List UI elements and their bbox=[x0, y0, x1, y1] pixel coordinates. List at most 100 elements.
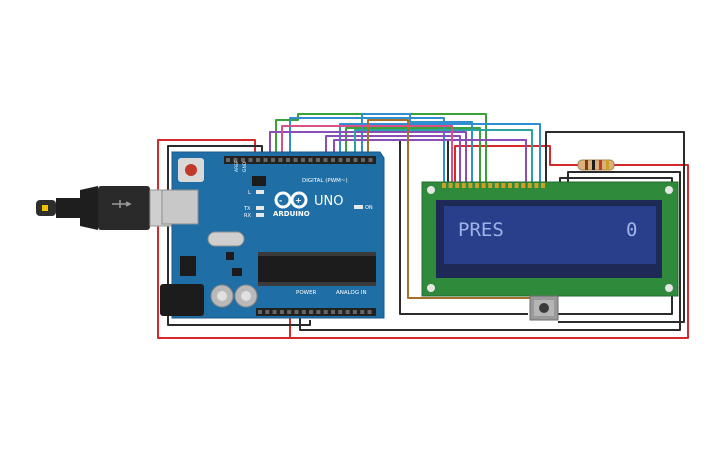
digital-pin[interactable] bbox=[316, 158, 320, 162]
resistor[interactable] bbox=[577, 159, 615, 171]
led-rx bbox=[256, 213, 264, 217]
digital-pin[interactable] bbox=[301, 158, 305, 162]
label-tx: TX bbox=[243, 206, 251, 212]
power-jack bbox=[160, 284, 204, 316]
lcd-pin[interactable] bbox=[448, 183, 453, 188]
mount-hole bbox=[427, 186, 435, 194]
regulator bbox=[180, 256, 196, 276]
power-analog-pin[interactable] bbox=[360, 310, 365, 314]
lcd-pin[interactable] bbox=[494, 183, 499, 188]
lcd-pin[interactable] bbox=[541, 183, 545, 188]
digital-pin[interactable] bbox=[233, 158, 238, 162]
digital-pin[interactable] bbox=[353, 158, 358, 162]
led-tx bbox=[256, 206, 264, 210]
lcd-line1-left: PRES bbox=[458, 219, 504, 241]
svg-text:+: + bbox=[295, 196, 302, 205]
power-analog-pin[interactable] bbox=[331, 310, 335, 314]
lcd-pin[interactable] bbox=[488, 183, 493, 188]
digital-pin[interactable] bbox=[278, 158, 283, 162]
lcd-pin[interactable] bbox=[455, 183, 460, 188]
digital-pin[interactable] bbox=[361, 158, 365, 162]
digital-header[interactable] bbox=[224, 156, 376, 164]
digital-pin[interactable] bbox=[286, 158, 290, 162]
label-gnd: GND bbox=[242, 161, 248, 172]
arduino-logo-icon bbox=[274, 191, 308, 209]
lcd-pin[interactable] bbox=[475, 183, 479, 188]
svg-text:-: - bbox=[279, 196, 282, 205]
digital-pin[interactable] bbox=[323, 158, 328, 162]
power-analog-pin[interactable] bbox=[367, 310, 372, 314]
usb-symbol-icon bbox=[112, 200, 132, 208]
power-analog-pin[interactable] bbox=[279, 310, 284, 314]
power-analog-header[interactable] bbox=[256, 308, 376, 316]
wire-pink[interactable] bbox=[281, 125, 453, 185]
label-aref: AREF bbox=[234, 160, 240, 172]
digital-pin[interactable] bbox=[263, 158, 268, 162]
lcd-pin[interactable] bbox=[501, 183, 506, 188]
push-button-cap bbox=[539, 303, 549, 313]
lcd-pin[interactable] bbox=[521, 183, 526, 188]
wire-blue2[interactable] bbox=[361, 113, 473, 185]
digital-pin[interactable] bbox=[346, 158, 350, 162]
lcd-pin[interactable] bbox=[514, 183, 519, 188]
power-analog-pin[interactable] bbox=[316, 310, 321, 314]
lcd-pin[interactable] bbox=[527, 183, 532, 188]
digital-pin[interactable] bbox=[293, 158, 298, 162]
wire-black-gnd[interactable] bbox=[299, 171, 681, 331]
digital-pin[interactable] bbox=[226, 158, 230, 162]
digital-pin[interactable] bbox=[308, 158, 313, 162]
wire-purple3[interactable] bbox=[333, 139, 527, 185]
power-analog-pin[interactable] bbox=[345, 310, 350, 314]
label-on: ON bbox=[365, 205, 373, 211]
power-analog-pin[interactable] bbox=[272, 310, 277, 314]
lcd-pin[interactable] bbox=[442, 183, 446, 188]
wire-black-k[interactable] bbox=[558, 177, 673, 315]
power-analog-pin[interactable] bbox=[338, 310, 343, 314]
power-analog-pin[interactable] bbox=[294, 310, 299, 314]
wire-purple2[interactable] bbox=[325, 135, 461, 185]
arduino-uno-board[interactable]: L TX RX ON - + ARDUINO UNO DIGITAL (PWM~… bbox=[160, 151, 385, 319]
digital-pin[interactable] bbox=[338, 158, 343, 162]
power-analog-pin[interactable] bbox=[352, 310, 357, 314]
lcd-pin[interactable] bbox=[468, 183, 473, 188]
wire-brown[interactable] bbox=[367, 119, 534, 299]
digital-pin[interactable] bbox=[368, 158, 373, 162]
lcd-pin[interactable] bbox=[481, 183, 486, 188]
mount-hole bbox=[665, 186, 673, 194]
model-label: UNO bbox=[314, 194, 343, 209]
power-analog-pin[interactable] bbox=[258, 310, 262, 314]
led-on bbox=[354, 205, 363, 209]
wire-black-top[interactable] bbox=[545, 131, 685, 323]
power-analog-pin[interactable] bbox=[323, 310, 328, 314]
wire-blue[interactable] bbox=[289, 117, 445, 185]
label-l: L bbox=[248, 190, 251, 196]
power-analog-pin[interactable] bbox=[301, 310, 306, 314]
usb-jack bbox=[161, 189, 199, 225]
digital-pin[interactable] bbox=[248, 158, 253, 162]
wire-red-vdd[interactable] bbox=[454, 145, 578, 185]
lcd-pin[interactable] bbox=[508, 183, 512, 188]
digital-pin[interactable] bbox=[271, 158, 275, 162]
wire-red-5v[interactable] bbox=[289, 164, 689, 339]
lcd-screen bbox=[444, 206, 656, 264]
lcd-pin[interactable] bbox=[461, 183, 466, 188]
mount-hole bbox=[665, 284, 673, 292]
power-analog-pin[interactable] bbox=[265, 310, 270, 314]
power-analog-pin[interactable] bbox=[287, 310, 292, 314]
lcd-line1-right: 0 bbox=[626, 219, 637, 241]
wire-teal[interactable] bbox=[354, 129, 533, 185]
digital-pin[interactable] bbox=[256, 158, 260, 162]
reset-button-cap bbox=[185, 164, 197, 176]
mount-hole bbox=[427, 284, 435, 292]
digital-pin[interactable] bbox=[241, 158, 245, 162]
power-analog-pin[interactable] bbox=[309, 310, 314, 314]
digital-pin[interactable] bbox=[331, 158, 335, 162]
lcd-pin[interactable] bbox=[534, 183, 539, 188]
label-rx: RX bbox=[244, 213, 251, 219]
lcd-16x2[interactable]: PRES 0 bbox=[421, 181, 679, 297]
push-button[interactable] bbox=[529, 295, 559, 321]
wire-black-gnd2[interactable] bbox=[167, 145, 311, 326]
wire-green2[interactable] bbox=[345, 127, 481, 185]
